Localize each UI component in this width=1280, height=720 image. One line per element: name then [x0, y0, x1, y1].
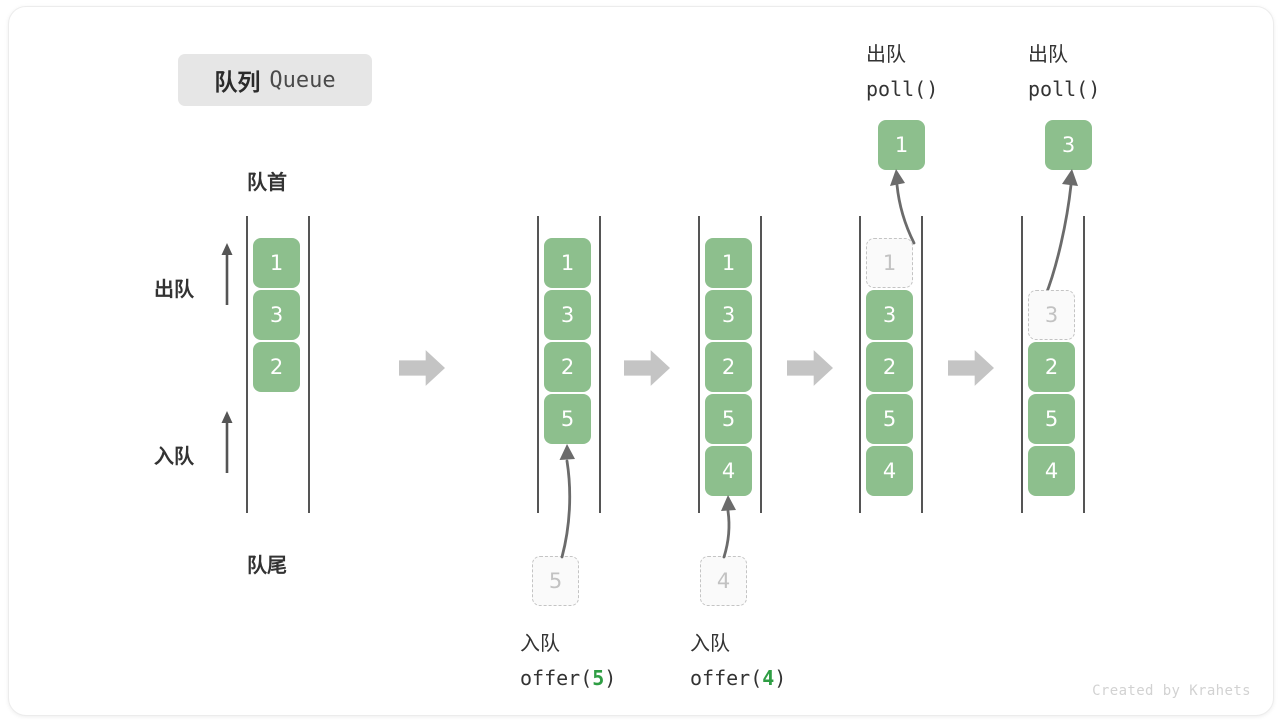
stage-initial-rail-left — [246, 216, 248, 513]
stage-offer4-incoming-ghost: 4 — [700, 556, 747, 606]
stage-poll1-cell-4: 4 — [866, 446, 913, 496]
stage-initial-cell-2: 2 — [253, 342, 300, 392]
stage-poll1-cell-1: 3 — [866, 290, 913, 340]
stage-initial-cell-0: 1 — [253, 238, 300, 288]
stage-offer5-incoming-ghost: 5 — [532, 556, 579, 606]
stage-poll3-remove-arrow-icon — [1043, 169, 1078, 299]
stage-offer5-caption-call: offer(5) — [520, 666, 617, 690]
stage-offer4-cell-3: 5 — [705, 394, 752, 444]
stage-initial-cell-1: 3 — [253, 290, 300, 340]
stage-poll1-rail-right — [921, 216, 923, 513]
stage-offer5-cell-2: 2 — [544, 342, 591, 392]
stage-poll1-cell-3: 5 — [866, 394, 913, 444]
stage-offer4-cell-4: 4 — [705, 446, 752, 496]
stage-offer4-caption: 入队 offer(4) — [690, 626, 786, 696]
stage-poll3-cell-4: 4 — [1028, 446, 1075, 496]
stage-offer5-cell-1: 3 — [544, 290, 591, 340]
stage-poll3-caption: 出队 poll() — [1028, 37, 1100, 107]
label-dequeue: 出队 — [154, 277, 194, 301]
title-en: Queue — [269, 67, 336, 93]
stage-offer5-cell-3: 5 — [544, 394, 591, 444]
stage-offer4-insert-arrow-icon — [721, 495, 736, 559]
diagram-title-badge: 队列 Queue — [178, 54, 372, 106]
stage-offer5-cell-0: 1 — [544, 238, 591, 288]
stage-poll3-rail-right — [1083, 216, 1085, 513]
stage-offer4-cell-0: 1 — [705, 238, 752, 288]
stage-offer4-caption-call: offer(4) — [690, 666, 787, 690]
stage-poll1-rail-left — [859, 216, 861, 513]
stage-poll1-caption-call: poll() — [866, 77, 939, 101]
stage-poll1-outgoing: 1 — [878, 120, 925, 170]
enqueue-arrow-icon — [221, 411, 233, 473]
stage-offer5-caption: 入队 offer(5) — [520, 626, 616, 696]
stage-poll3-caption-cn: 出队 — [1028, 42, 1068, 66]
stage-poll1-caption-cn: 出队 — [866, 42, 906, 66]
stage-offer4-rail-right — [760, 216, 762, 513]
label-enqueue: 入队 — [154, 444, 194, 468]
flow-arrow-1-icon — [399, 350, 445, 386]
stage-poll3-rail-left — [1021, 216, 1023, 513]
stage-poll3-caption-call: poll() — [1028, 77, 1101, 101]
stage-poll3-outgoing: 3 — [1045, 120, 1092, 170]
flow-arrow-3-icon — [787, 350, 833, 386]
diagram-canvas: 队列 Queue 队首 队尾 出队 入队 1 3 2 1 3 2 5 5 入队 … — [8, 6, 1274, 716]
stage-poll3-cell-0 — [1028, 238, 1075, 288]
dequeue-arrow-icon — [221, 243, 233, 305]
stage-offer5-rail-right — [599, 216, 601, 513]
stage-offer4-cell-1: 3 — [705, 290, 752, 340]
stage-offer4-rail-left — [698, 216, 700, 513]
flow-arrow-2-icon — [624, 350, 670, 386]
label-head: 队首 — [247, 170, 287, 194]
stage-poll1-cell-2: 2 — [866, 342, 913, 392]
stage-initial-rail-right — [308, 216, 310, 513]
flow-arrow-4-icon — [948, 350, 994, 386]
stage-offer4-caption-cn: 入队 — [690, 631, 730, 655]
stage-poll1-remove-arrow-icon — [890, 169, 916, 245]
stage-poll1-cell-0: 1 — [866, 238, 913, 288]
stage-offer4-cell-2: 2 — [705, 342, 752, 392]
stage-offer5-insert-arrow-icon — [559, 444, 575, 559]
stage-offer5-caption-cn: 入队 — [520, 631, 560, 655]
stage-poll1-caption: 出队 poll() — [866, 37, 938, 107]
stage-poll3-cell-2: 2 — [1028, 342, 1075, 392]
stage-poll3-cell-1: 3 — [1028, 290, 1075, 340]
stage-poll3-cell-3: 5 — [1028, 394, 1075, 444]
watermark: Created by Krahets — [1092, 683, 1251, 699]
stage-offer5-rail-left — [537, 216, 539, 513]
title-cn: 队列 — [214, 70, 261, 96]
label-tail: 队尾 — [247, 553, 287, 577]
